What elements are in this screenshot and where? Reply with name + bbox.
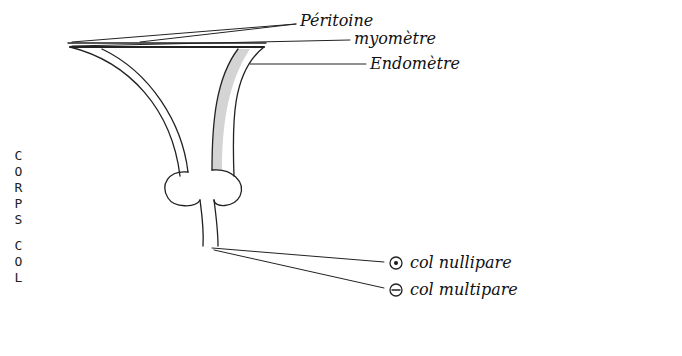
cervical-canal-left [200,200,203,246]
outer-wall-right [233,47,264,176]
myometrium-line [70,46,264,48]
inner-wall-left [102,49,188,172]
section-label: COL [12,238,25,286]
part-label: Péritoine [300,12,373,30]
leader-line [72,40,350,46]
leader-line [214,250,384,288]
nullipara-os-symbol [395,262,398,265]
nullipara-os-symbol [390,257,402,269]
multipara-os-symbol [390,284,402,296]
section-label: CORPS [12,148,25,228]
cervix-lip-right [212,170,241,206]
multipara-os-symbol [392,289,400,290]
part-label: col multipare [410,281,518,299]
part-label: myomètre [354,30,436,48]
cervix-lip-left [165,172,200,206]
leader-line [72,24,296,42]
endometrium-shade [212,49,250,170]
part-label: col nullipare [410,254,512,272]
leader-line [250,64,366,65]
leader-line [140,24,296,42]
part-label: Endomètre [370,55,460,73]
cervical-canal-right [214,200,218,246]
inner-wall-right [212,49,238,170]
outer-wall-left [70,47,180,176]
